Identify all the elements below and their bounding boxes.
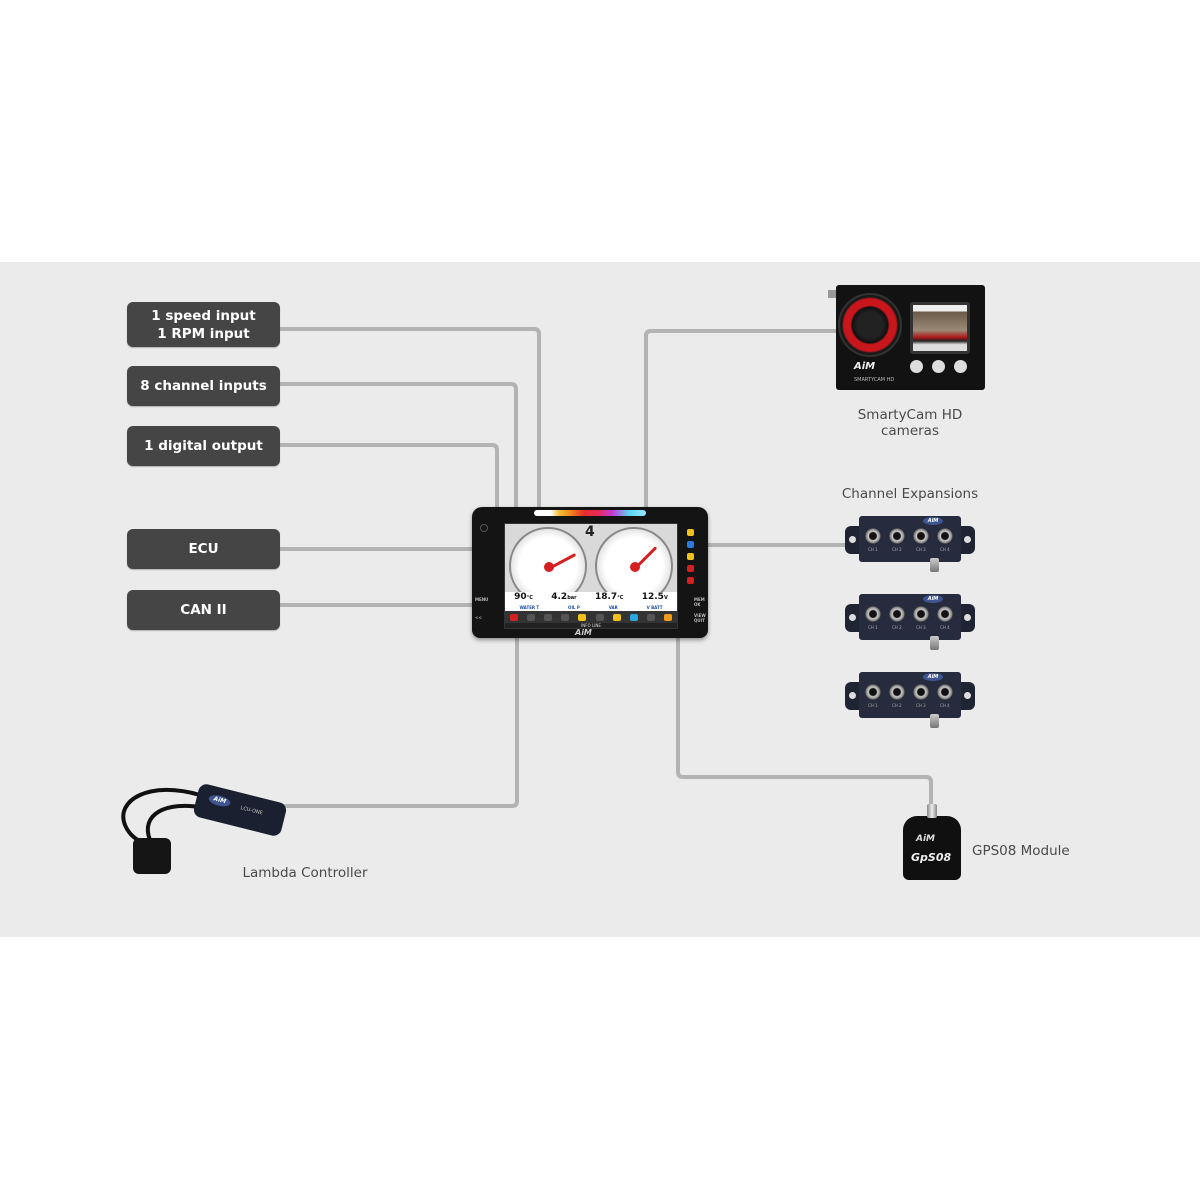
antenna-connector <box>927 804 937 818</box>
label-text: 8 channel inputs <box>140 378 267 394</box>
dash-display: 4 90°C 4.2bar 18.7°C 12.5V WATER T OIL P… <box>472 507 708 638</box>
expansions-caption: Channel Expansions <box>841 486 979 502</box>
aim-logo: AiM <box>854 361 876 372</box>
aim-logo: AiM <box>575 628 592 637</box>
can2-label: CAN II <box>127 590 280 630</box>
washer-icon <box>629 613 638 621</box>
dash-values: 90°C 4.2bar 18.7°C 12.5V <box>505 592 677 605</box>
value-label: V BATT <box>646 605 663 610</box>
aim-logo: AiM <box>916 834 936 844</box>
mount-pin <box>828 290 836 298</box>
label-text: CAN II <box>180 602 227 618</box>
label-text: 1 digital output <box>144 438 263 454</box>
ecu-label: ECU <box>127 529 280 569</box>
label-text: ECU <box>188 541 219 557</box>
side-indicator-icons <box>687 529 694 584</box>
camera-button-middle <box>932 360 945 373</box>
lambda-plug <box>133 838 171 874</box>
brake-alt-icon <box>561 613 570 621</box>
oil-can-icon <box>687 565 694 572</box>
wiper-icon <box>526 613 535 621</box>
camera-lens-icon <box>838 293 902 357</box>
dash-value-labels: WATER T OIL P VAR V BATT <box>505 605 677 611</box>
vbatt-value: 12.5V <box>641 592 668 602</box>
view-quit-button[interactable]: VIEW QUIT <box>694 613 706 623</box>
camera-model-text: SMARTYCAM HD <box>854 377 895 383</box>
prev-button[interactable]: << <box>475 615 482 620</box>
cable-connector <box>930 714 939 728</box>
fuel-icon <box>664 613 673 621</box>
warning-icon-row <box>505 611 677 623</box>
info-line: INFO LINE <box>505 623 677 628</box>
var-value: 18.7°C <box>594 592 624 602</box>
lambda-model-text: LCU-ONE <box>239 805 264 817</box>
mem-ok-button[interactable]: MEM OK <box>694 597 705 607</box>
digital-output-label: 1 digital output <box>127 426 280 466</box>
shift-lights <box>534 510 646 516</box>
camera-button-left <box>910 360 923 373</box>
value-label: WATER T <box>519 605 540 610</box>
oil-pressure-value: 4.2bar <box>551 592 577 602</box>
fuel-warning-icon <box>687 529 694 536</box>
battery-icon <box>509 613 518 621</box>
gear-indicator: 4 <box>585 524 595 540</box>
value-label: VAR <box>608 605 618 610</box>
camera-caption: SmartyCam HD cameras <box>857 407 963 439</box>
channel-inputs-label: 8 channel inputs <box>127 366 280 406</box>
aim-logo: AiM <box>923 673 943 681</box>
door-icon <box>647 613 656 621</box>
camera-lcd <box>910 302 970 354</box>
lambda-caption: Lambda Controller <box>242 865 368 881</box>
dash-screen: 4 90°C 4.2bar 18.7°C 12.5V WATER T OIL P… <box>504 523 678 629</box>
menu-button[interactable]: MENU <box>475 597 489 602</box>
light-sensor-icon <box>480 524 488 532</box>
label-line: 1 speed input <box>151 307 256 324</box>
seat-icon <box>612 613 621 621</box>
gps-caption: GPS08 Module <box>972 843 1070 859</box>
aim-logo: AiM <box>923 595 943 603</box>
value-label: OIL P <box>568 605 580 610</box>
aim-logo: AiM <box>923 517 943 525</box>
cable-connector <box>930 636 939 650</box>
engine-icon <box>578 613 587 621</box>
cable-connector <box>930 558 939 572</box>
headlight-icon <box>687 541 694 548</box>
water-temp-value: 90°C <box>514 592 533 602</box>
smartycam-hd-camera: AiM SMARTYCAM HD <box>828 285 985 390</box>
gps08-module: AiM GpS08 <box>903 804 961 880</box>
brake-icon <box>543 613 552 621</box>
check-engine-icon <box>687 553 694 560</box>
label-line: 1 RPM input <box>157 325 250 342</box>
aim-logo: AiM <box>207 793 232 809</box>
temperature-icon <box>687 577 694 584</box>
seatbelt-icon <box>595 613 604 621</box>
camera-button-right <box>954 360 967 373</box>
gps-model-text: GpS08 <box>911 851 952 864</box>
